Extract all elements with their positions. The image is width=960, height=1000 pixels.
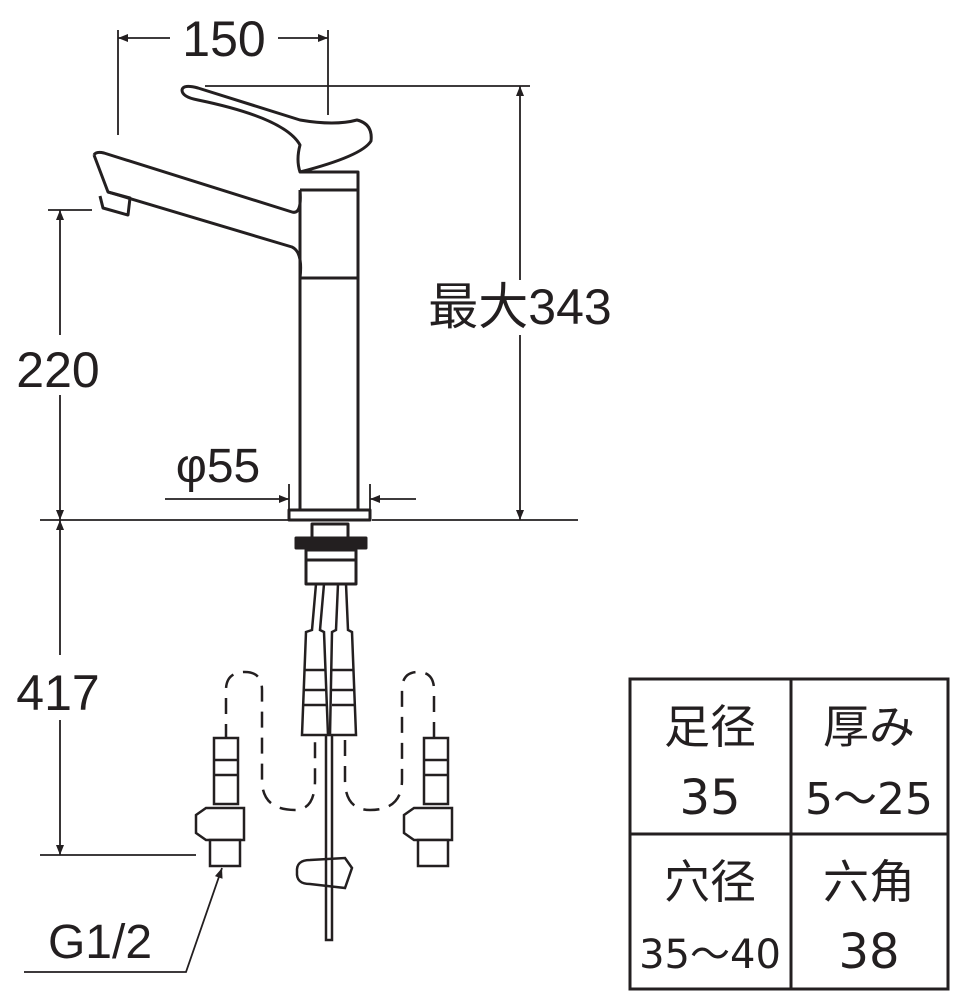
right-connector [402,736,454,868]
width-dimension: 150 [182,11,265,67]
mounting-assembly [294,522,368,586]
spec-value-foot-diameter: 35 [679,770,740,826]
lever-handle [180,84,373,174]
spec-table: 足径 35 厚み 5～25 穴径 35～40 六角 38 [628,677,950,991]
dimension-lines [24,30,578,973]
spec-value-thickness: 5～25 [805,774,933,825]
spout-arm [92,150,302,214]
handle-cap [300,170,360,192]
popup-rod [295,735,354,942]
faucet-outline [92,84,373,522]
supply-hoses [300,583,358,737]
spout-height-dimension: 220 [16,342,99,398]
spec-label-hole-diameter: 穴径 [664,855,756,909]
connector-thread-label: G1/2 [48,916,152,969]
max-height-dimension: 最大343 [428,279,611,335]
left-connector [194,736,246,868]
base-diameter-dimension: φ55 [176,440,261,493]
hose-length-dimension: 417 [16,665,99,721]
spec-label-foot-diameter: 足径 [664,700,756,754]
spec-label-thickness: 厚み [823,700,915,754]
spec-value-hexagon: 38 [838,924,899,980]
faucet-column [298,190,360,512]
escutcheon [287,508,372,522]
spec-value-hole-diameter: 35～40 [639,932,781,978]
hose-loops-dashed [224,670,436,812]
spec-label-hexagon: 六角 [823,855,915,909]
